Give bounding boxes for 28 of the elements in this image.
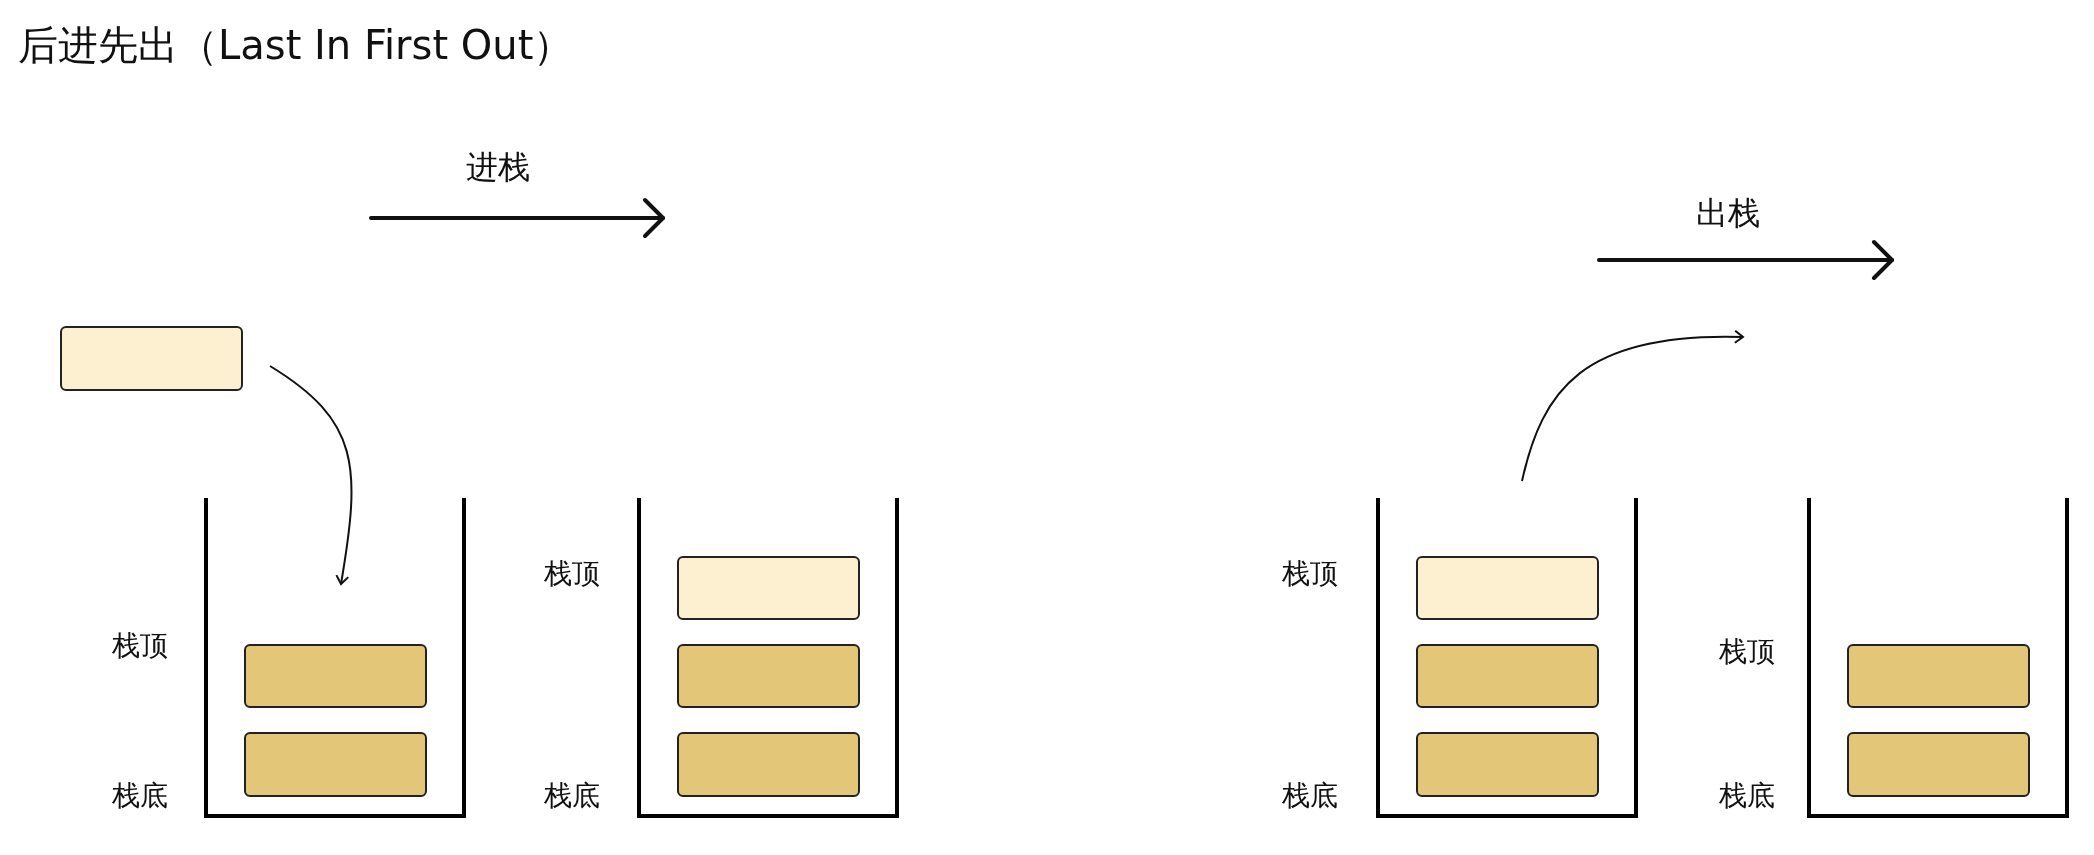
stack-container	[637, 498, 899, 818]
stack-top-label: 栈顶	[112, 628, 168, 663]
stack-element	[1416, 732, 1599, 797]
stack-top-label: 栈顶	[1719, 634, 1775, 669]
title: 后进先出（Last In First Out）	[18, 21, 574, 70]
stack-element	[244, 644, 427, 708]
stack-element	[677, 644, 860, 708]
stack-element	[1416, 556, 1599, 620]
stack-element	[677, 732, 860, 797]
stack-bottom-label: 栈底	[112, 778, 168, 813]
curved-arrow	[269, 365, 353, 585]
curved-arrow	[1521, 330, 1744, 482]
stack-top-label: 栈顶	[544, 556, 600, 591]
stack-container	[204, 498, 466, 818]
stack-bottom-label: 栈底	[1719, 778, 1775, 813]
stack-bottom-label: 栈底	[1282, 778, 1338, 813]
stack-top-label: 栈顶	[1282, 556, 1338, 591]
stack-element	[1416, 644, 1599, 708]
direction-label: 出栈	[1696, 193, 1760, 233]
stack-element	[60, 326, 243, 391]
stack-element	[244, 732, 427, 797]
stack-container	[1807, 498, 2069, 818]
stack-element	[1847, 644, 2030, 708]
stack-element	[1847, 732, 2030, 797]
direction-label: 进栈	[466, 147, 530, 187]
stack-bottom-label: 栈底	[544, 778, 600, 813]
stack-element	[677, 556, 860, 620]
stack-container	[1376, 498, 1638, 818]
